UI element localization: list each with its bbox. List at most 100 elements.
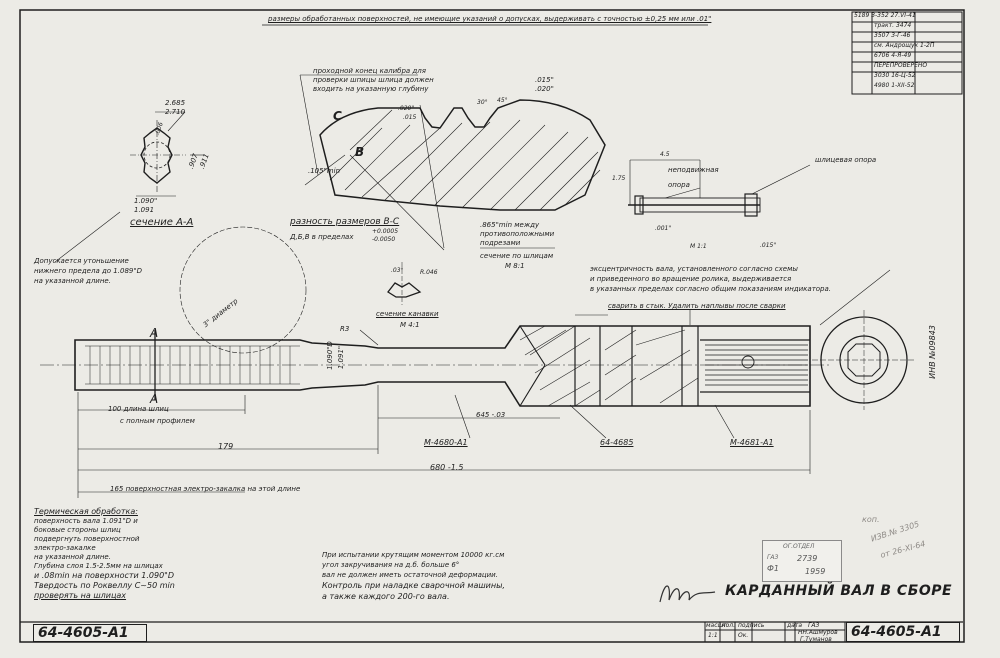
thermal-line: электро-закалке xyxy=(34,544,96,552)
note-line: эксцентричность вала, установленного сог… xyxy=(590,265,798,273)
tb-col: кол. xyxy=(722,622,736,629)
support-nonrot: неподвижная xyxy=(668,166,719,174)
spline-note: .865"min между противоположными подрезам… xyxy=(480,222,554,247)
thermal-line: подвергнуть поверхностной xyxy=(34,535,140,543)
main-shaft xyxy=(40,325,830,407)
part-number-left-text: 64-4605-А1 xyxy=(38,625,129,641)
rev-date: 1-2П xyxy=(920,42,935,49)
weld-note: сварить в стык. Удалить наплывы после св… xyxy=(608,302,786,310)
rev-doc: 3507 xyxy=(874,32,890,39)
rev-date: 27.VI-41 xyxy=(890,12,916,19)
rev-date: 16-Ц-52 xyxy=(891,72,916,79)
dim-r3: R3 xyxy=(340,325,350,333)
aa-dim: 1.091 xyxy=(134,206,155,214)
thermal-line: боковые стороны шлиц xyxy=(34,526,121,534)
dim-179: 179 xyxy=(218,442,234,451)
bc-tol: +0.0005 xyxy=(372,228,399,235)
rev-doc: см. Андрощук xyxy=(874,42,919,49)
groove-title: сечение канавки xyxy=(376,310,439,318)
letter-b: B xyxy=(355,145,365,159)
section-mark-a: A xyxy=(150,392,159,406)
groove-detail xyxy=(387,262,422,305)
support-label: шлицевая опора xyxy=(815,156,877,164)
groove-scale: М 4:1 xyxy=(400,321,420,329)
caliper-dim: .015" xyxy=(535,76,554,84)
caliper-line: входить на указанную глубину xyxy=(313,85,429,93)
thermal-line: поверхность вала 1.091"D и xyxy=(34,517,138,525)
tb-col: дата xyxy=(787,622,802,629)
section-aa-title: сечение А-А xyxy=(130,217,194,228)
section-b-c xyxy=(299,74,606,251)
tolerance-header-note: размеры обработанных поверхностей, не им… xyxy=(268,15,712,23)
rev-row: 5189 xyxy=(854,12,870,19)
tb-ok: Ок. xyxy=(738,632,749,639)
spline-length-note: 100 длина шлиц xyxy=(108,405,169,413)
pencil-note: коп. xyxy=(862,515,880,524)
bc-title: разность размеров В-С xyxy=(290,217,400,227)
stamp-num: Ф1 xyxy=(767,564,779,573)
rev-doc: 3-352 xyxy=(871,12,889,19)
part-m4680: М-4680-А1 xyxy=(424,438,468,447)
caliper-dim: .105"min xyxy=(308,167,341,175)
tb-org: ГАЗ xyxy=(808,622,820,629)
part-64-4685: 64-4685 xyxy=(600,438,634,447)
stamp-num: 1959 xyxy=(805,567,826,576)
test-line: Контроль при наладке сварочной машины, xyxy=(322,581,505,590)
spline-note-line: .865"min между xyxy=(480,221,540,229)
hardening-length: 165 поверхностная электро-закалка на это… xyxy=(110,485,301,493)
support-dim: .001" xyxy=(655,225,672,232)
revision-table-text: 5189 3-352 27.VI-41 тракт. 3474 3507 3-Г… xyxy=(854,13,962,93)
part-number-right: 64-4605-А1 xyxy=(846,622,960,642)
tb-scale: 1:1 xyxy=(708,632,718,639)
bc-tol: -0.0050 xyxy=(372,236,396,243)
test-line: При испытании крутящим моментом 10000 кг… xyxy=(322,551,505,559)
groove-dim: R.046 xyxy=(420,269,438,276)
aa-dim: 2.685 xyxy=(165,99,186,107)
part-number-left: 64-4605-А1 xyxy=(33,624,147,642)
rev-date: 4-Я-49 xyxy=(891,52,912,59)
spline-section-title: сечение по шлицам xyxy=(480,252,554,260)
revision-table xyxy=(851,11,963,95)
rev-date: 3-Г-46 xyxy=(891,32,911,39)
thermal-line: проверять на шлицах xyxy=(34,591,127,600)
rev-doc: ПЕРЕПРОВЕРЕНО xyxy=(874,62,928,69)
caliper-dim: .020" xyxy=(535,85,554,93)
spline-note-line: подрезами xyxy=(480,239,521,247)
rev-date: 1-XII-52 xyxy=(891,82,915,89)
sheet-border xyxy=(19,9,965,643)
support-dim: 4.5 xyxy=(660,151,670,158)
test-line: а также каждого 200-го вала. xyxy=(322,592,450,601)
bc-text: Д,Б,В в пределах xyxy=(290,233,354,241)
caliper-dim: 45° xyxy=(497,97,508,104)
note-line: в указанных пределах согласно общим пока… xyxy=(590,285,832,293)
tb-col: масшт xyxy=(706,622,727,629)
eccentricity-note: эксцентричность вала, установленного сог… xyxy=(590,266,831,293)
thermal-note: Термическая обработка: поверхность вала … xyxy=(34,508,175,600)
thermal-line: Термическая обработка: xyxy=(34,507,138,516)
caliper-dim: 30° xyxy=(477,99,488,106)
section-a-a xyxy=(54,111,205,263)
aa-dim: 2.710 xyxy=(165,108,186,116)
thermal-line: и .08min на поверхности 1.090"D xyxy=(34,571,175,580)
support-dim: .015" xyxy=(760,242,777,249)
thermal-line: Глубина слоя 1.5-2.5мм на шлицах xyxy=(34,562,163,570)
end-view xyxy=(812,310,916,410)
caliper-line: проходной конец калибра для xyxy=(313,67,426,75)
support-nonrot: опора xyxy=(668,181,690,189)
stamp-title: ОГ.ОТДЕЛ xyxy=(783,543,815,550)
dim-645: 645 -.03 xyxy=(476,411,506,419)
diameter-circle xyxy=(179,226,307,354)
part-number-right-text: 64-4605-А1 xyxy=(851,624,942,640)
inventory-number: ИНВ №09843 xyxy=(927,325,937,379)
tb-inspector: Г.Туманов xyxy=(800,636,832,643)
note-line: нижнего предела до 1.089"D xyxy=(34,267,142,275)
title-block-lines xyxy=(704,622,846,642)
drawing-title: КАРДАННЫЙ ВАЛ В СБОРЕ xyxy=(725,583,953,599)
note-line: и приведенного во вращение ролика, выдер… xyxy=(590,275,792,283)
dim-d1: 1.090"D xyxy=(325,341,334,370)
dim-680: 680 -1.5 xyxy=(430,463,464,472)
lower-limit-note: Допускается утоньшение нижнего предела д… xyxy=(34,258,142,285)
caliper-dim: .020" xyxy=(398,105,415,112)
thermal-line: Твердость по Роквеллу С~50 min xyxy=(34,581,175,590)
